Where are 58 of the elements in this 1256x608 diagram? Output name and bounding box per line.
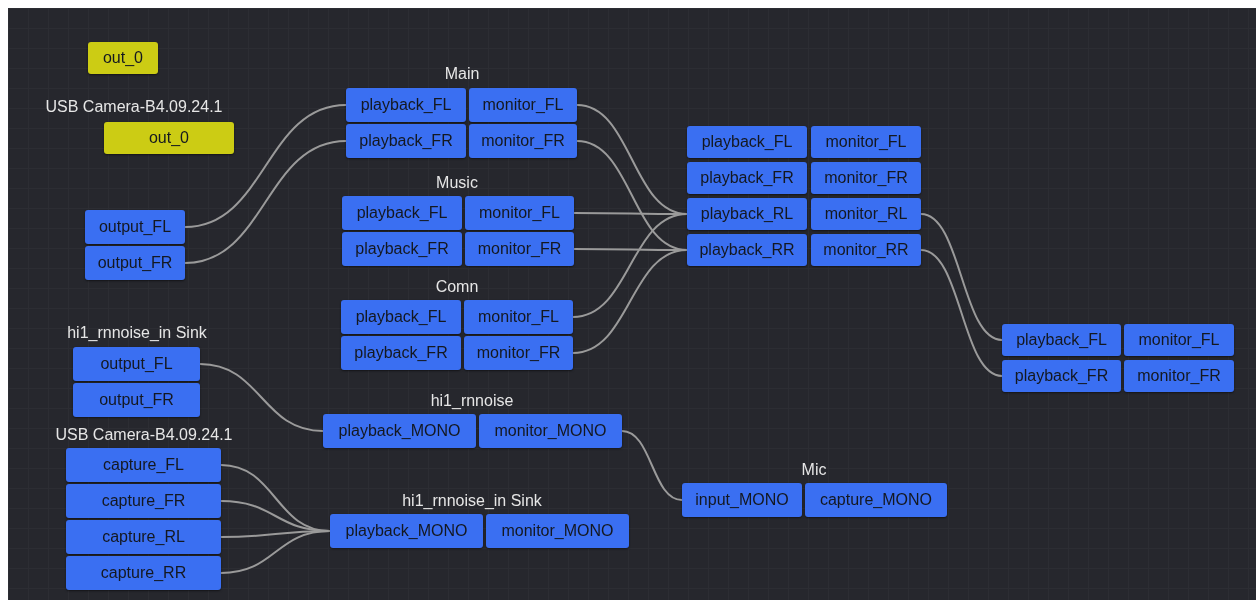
- connection-line: [621, 430, 683, 501]
- port-box: monitor_FR: [464, 336, 573, 370]
- port-box: playback_FL: [346, 88, 466, 122]
- port-box: monitor_RR: [811, 234, 921, 266]
- port-box: capture_MONO: [805, 483, 947, 517]
- port-box: playback_FL: [1002, 324, 1121, 356]
- port-box: playback_FR: [342, 232, 462, 266]
- connection-line: [220, 530, 331, 574]
- group-title: Main: [444, 65, 480, 83]
- port-box: output_FL: [85, 210, 185, 244]
- port-box: monitor_FL: [464, 300, 573, 334]
- port-box: monitor_FR: [469, 124, 577, 158]
- port-box: playback_RR: [687, 234, 807, 266]
- port-box: monitor_FL: [811, 126, 921, 158]
- group-title: USB Camera-B4.09.24.1: [55, 426, 233, 444]
- connection-line: [184, 104, 347, 228]
- port-box: monitor_FL: [469, 88, 577, 122]
- port-box: capture_FR: [66, 484, 221, 518]
- port-box: monitor_FL: [465, 196, 574, 230]
- port-box: playback_RL: [687, 198, 807, 230]
- port-box: monitor_RL: [811, 198, 921, 230]
- port-box: playback_FL: [342, 196, 462, 230]
- port-box: output_FR: [73, 383, 200, 417]
- port-box: capture_RR: [66, 556, 221, 590]
- port-box: monitor_FL: [1124, 324, 1234, 356]
- connection-line: [920, 249, 1003, 377]
- port-box: monitor_FR: [811, 162, 921, 194]
- group-title: USB Camera-B4.09.24.1: [45, 98, 223, 116]
- connection-line: [184, 140, 347, 264]
- port-box: out_0: [104, 122, 234, 154]
- port-box: monitor_FR: [465, 232, 574, 266]
- port-box: playback_MONO: [323, 414, 476, 448]
- port-box: monitor_MONO: [479, 414, 622, 448]
- group-title: Music: [436, 174, 478, 192]
- port-box: output_FL: [73, 347, 200, 381]
- port-box: capture_FL: [66, 448, 221, 482]
- connection-line: [199, 363, 324, 432]
- port-box: playback_MONO: [330, 514, 483, 548]
- port-box: monitor_FR: [1124, 360, 1234, 392]
- port-box: capture_RL: [66, 520, 221, 554]
- group-title: Comn: [435, 278, 479, 296]
- port-box: playback_FR: [1002, 360, 1121, 392]
- group-title: Mic: [801, 461, 827, 479]
- connection-line: [572, 213, 688, 318]
- connection-line: [920, 213, 1003, 341]
- port-box: playback_FR: [341, 336, 461, 370]
- port-box: monitor_MONO: [486, 514, 629, 548]
- port-box: playback_FL: [341, 300, 461, 334]
- port-box: input_MONO: [682, 483, 802, 517]
- connection-line: [572, 249, 688, 354]
- port-box: out_0: [88, 42, 158, 74]
- group-title: hi1_rnnoise_in Sink: [402, 492, 542, 510]
- port-box: playback_FL: [687, 126, 807, 158]
- group-title: hi1_rnnoise_in Sink: [67, 324, 207, 342]
- port-box: output_FR: [85, 246, 185, 280]
- group-title: hi1_rnnoise: [430, 392, 514, 410]
- port-box: playback_FR: [687, 162, 807, 194]
- port-box: playback_FR: [346, 124, 466, 158]
